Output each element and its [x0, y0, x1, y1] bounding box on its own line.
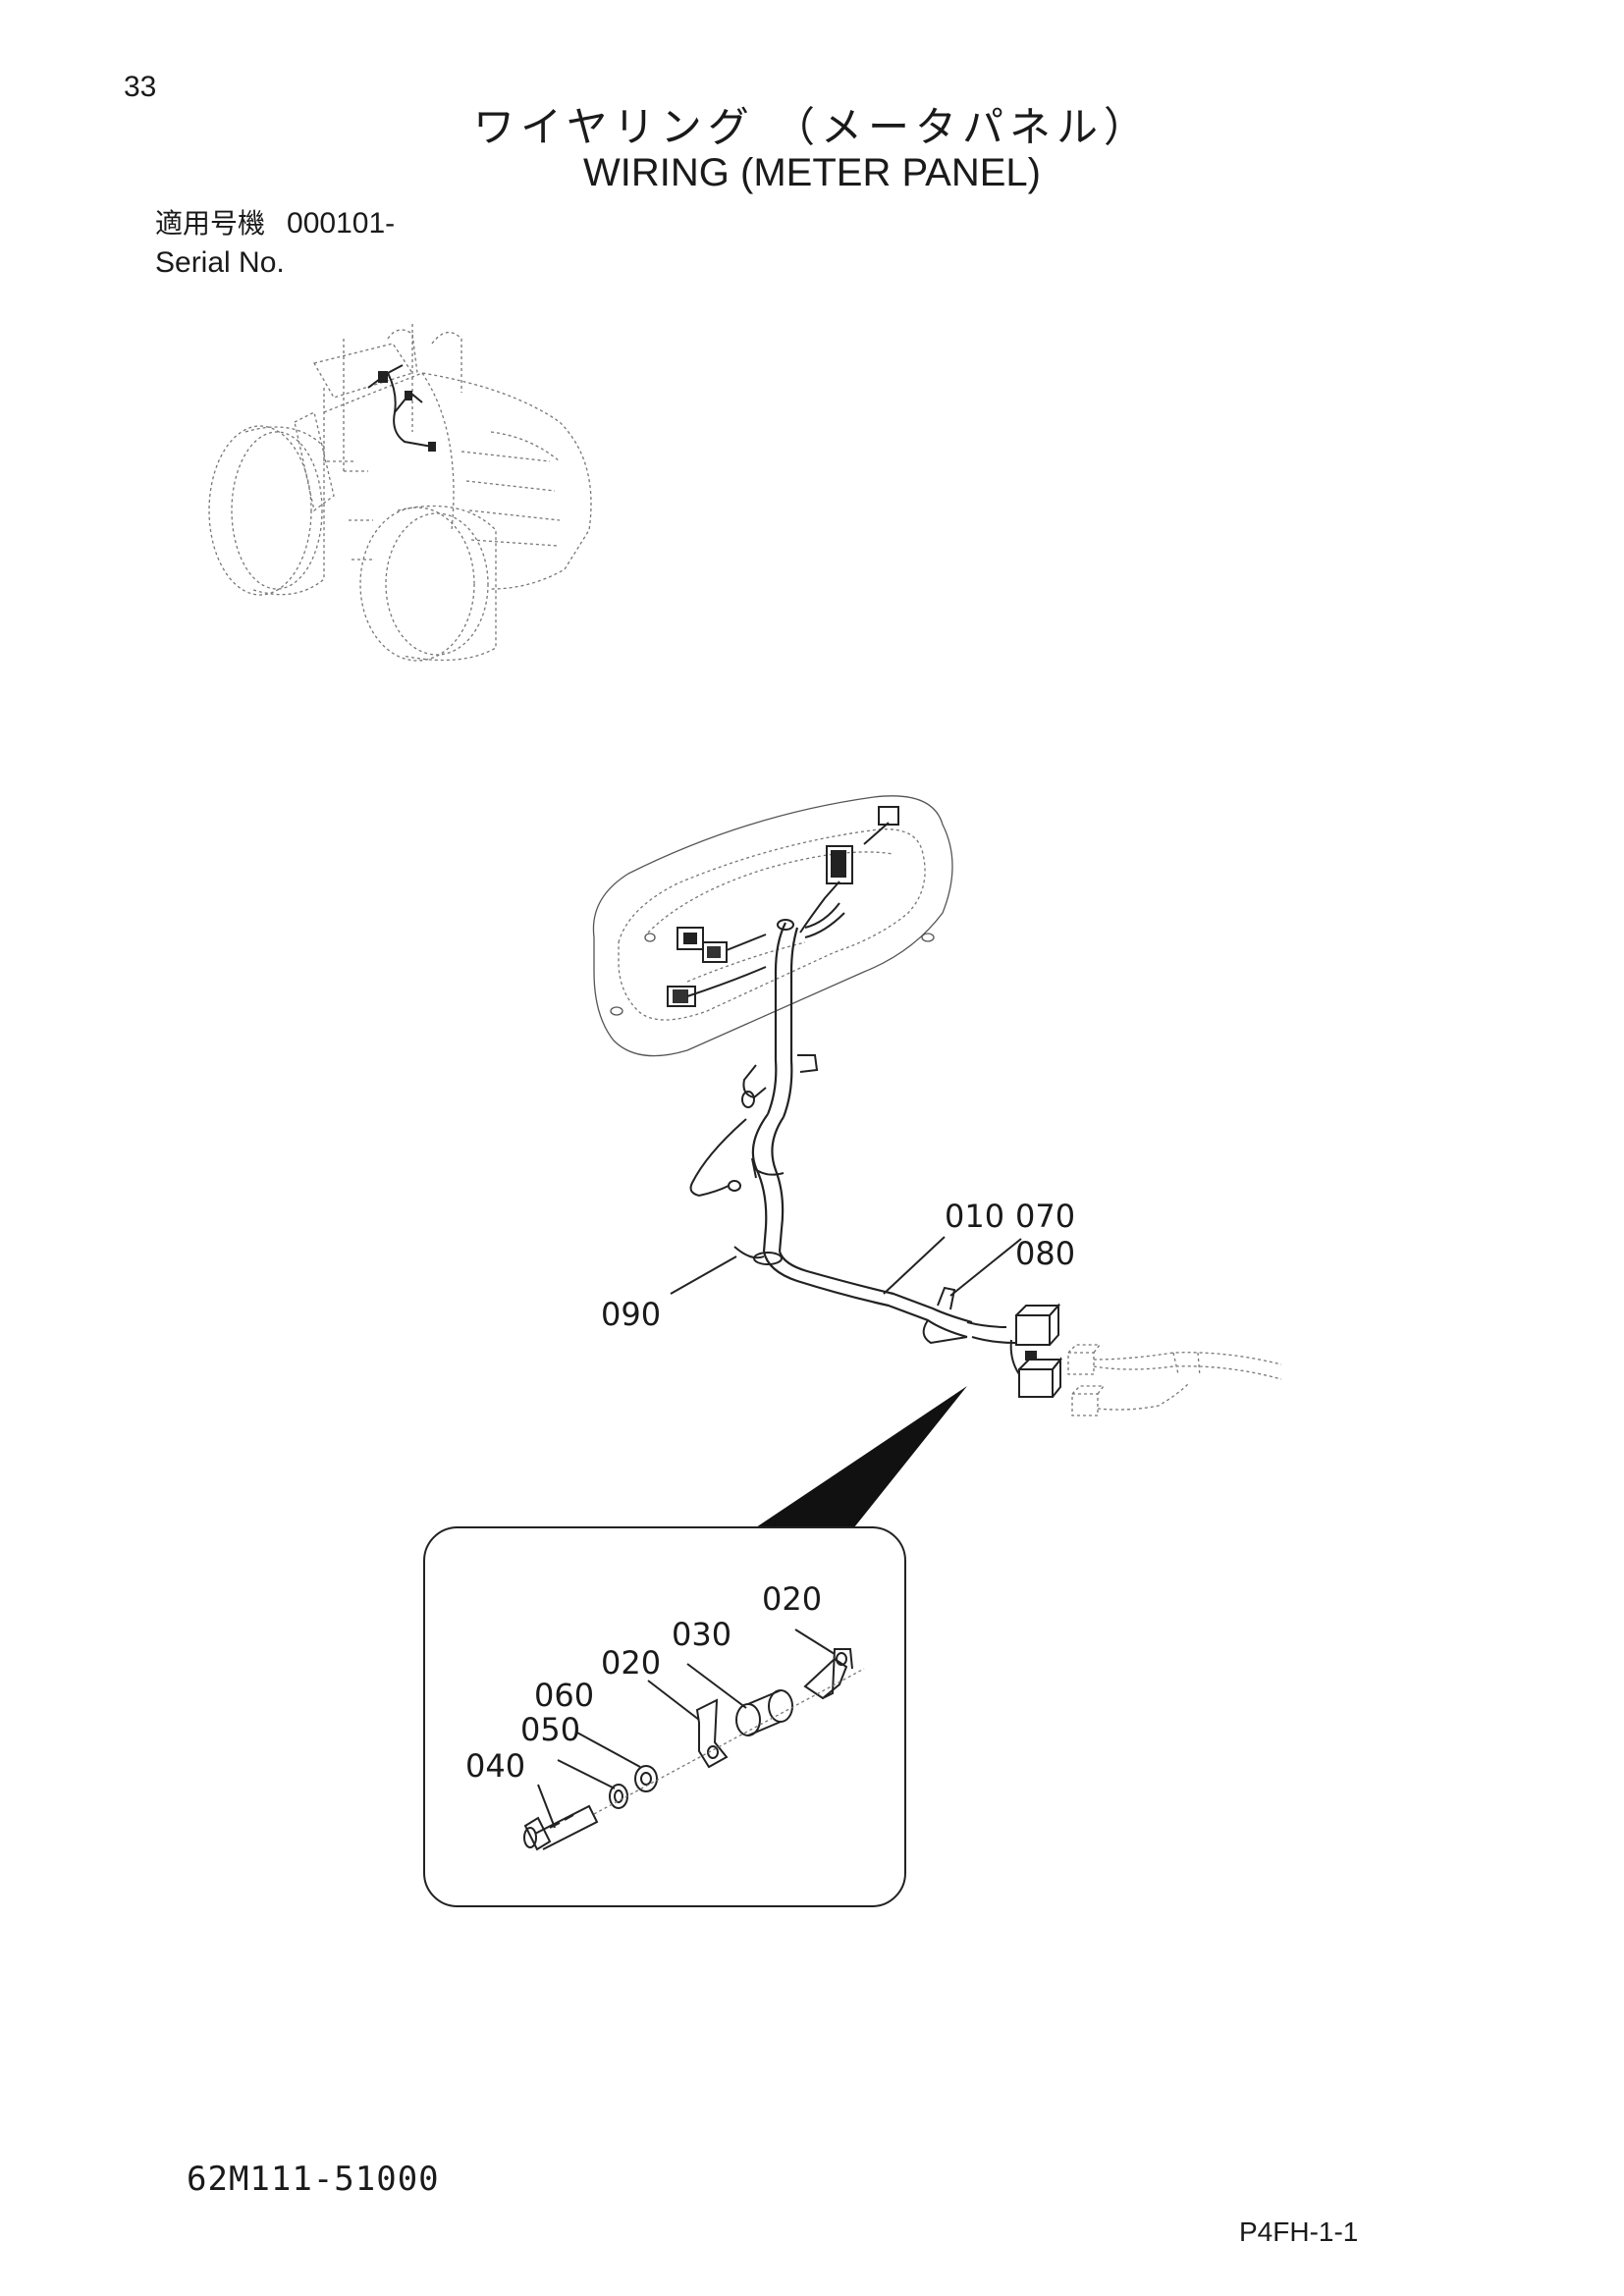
callout-080: 080 — [1015, 1235, 1075, 1272]
document-code: 62M111-51000 — [187, 2160, 440, 2199]
callout-labels: 010 070 080 090 020 030 020 060 050 040 — [465, 1198, 1075, 1785]
page-number: 33 — [124, 71, 157, 103]
panel-connectors — [667, 806, 899, 1007]
callout-020-left: 020 — [601, 1644, 661, 1682]
callout-040: 040 — [465, 1747, 525, 1785]
main-harness — [689, 902, 1282, 1416]
serial-value: 000101- — [287, 207, 396, 240]
callout-060: 060 — [534, 1677, 594, 1714]
serial-block: 適用号機 000101- Serial No. — [155, 204, 395, 283]
callout-030: 030 — [672, 1616, 731, 1653]
title-japanese: ワイヤリング （メータパネル） — [472, 103, 1152, 151]
serial-label-en: Serial No. — [155, 246, 285, 279]
callout-010: 010 — [945, 1198, 1004, 1235]
detail-inset — [423, 1526, 906, 1907]
machine-overview-illustration — [208, 324, 592, 662]
callout-050: 050 — [520, 1711, 580, 1748]
callout-090: 090 — [601, 1296, 661, 1333]
page-code: P4FH-1-1 — [1239, 2216, 1359, 2247]
callout-020-right: 020 — [762, 1580, 822, 1618]
title-english: WIRING (METER PANEL) — [583, 151, 1041, 194]
meter-panel-housing — [592, 795, 953, 1057]
inset-pointer — [756, 1386, 967, 1527]
leader-lines — [537, 1236, 1022, 1829]
callout-070: 070 — [1015, 1198, 1075, 1235]
serial-label-jp: 適用号機 — [155, 207, 266, 240]
serial-line: 適用号機 000101- — [155, 204, 395, 243]
